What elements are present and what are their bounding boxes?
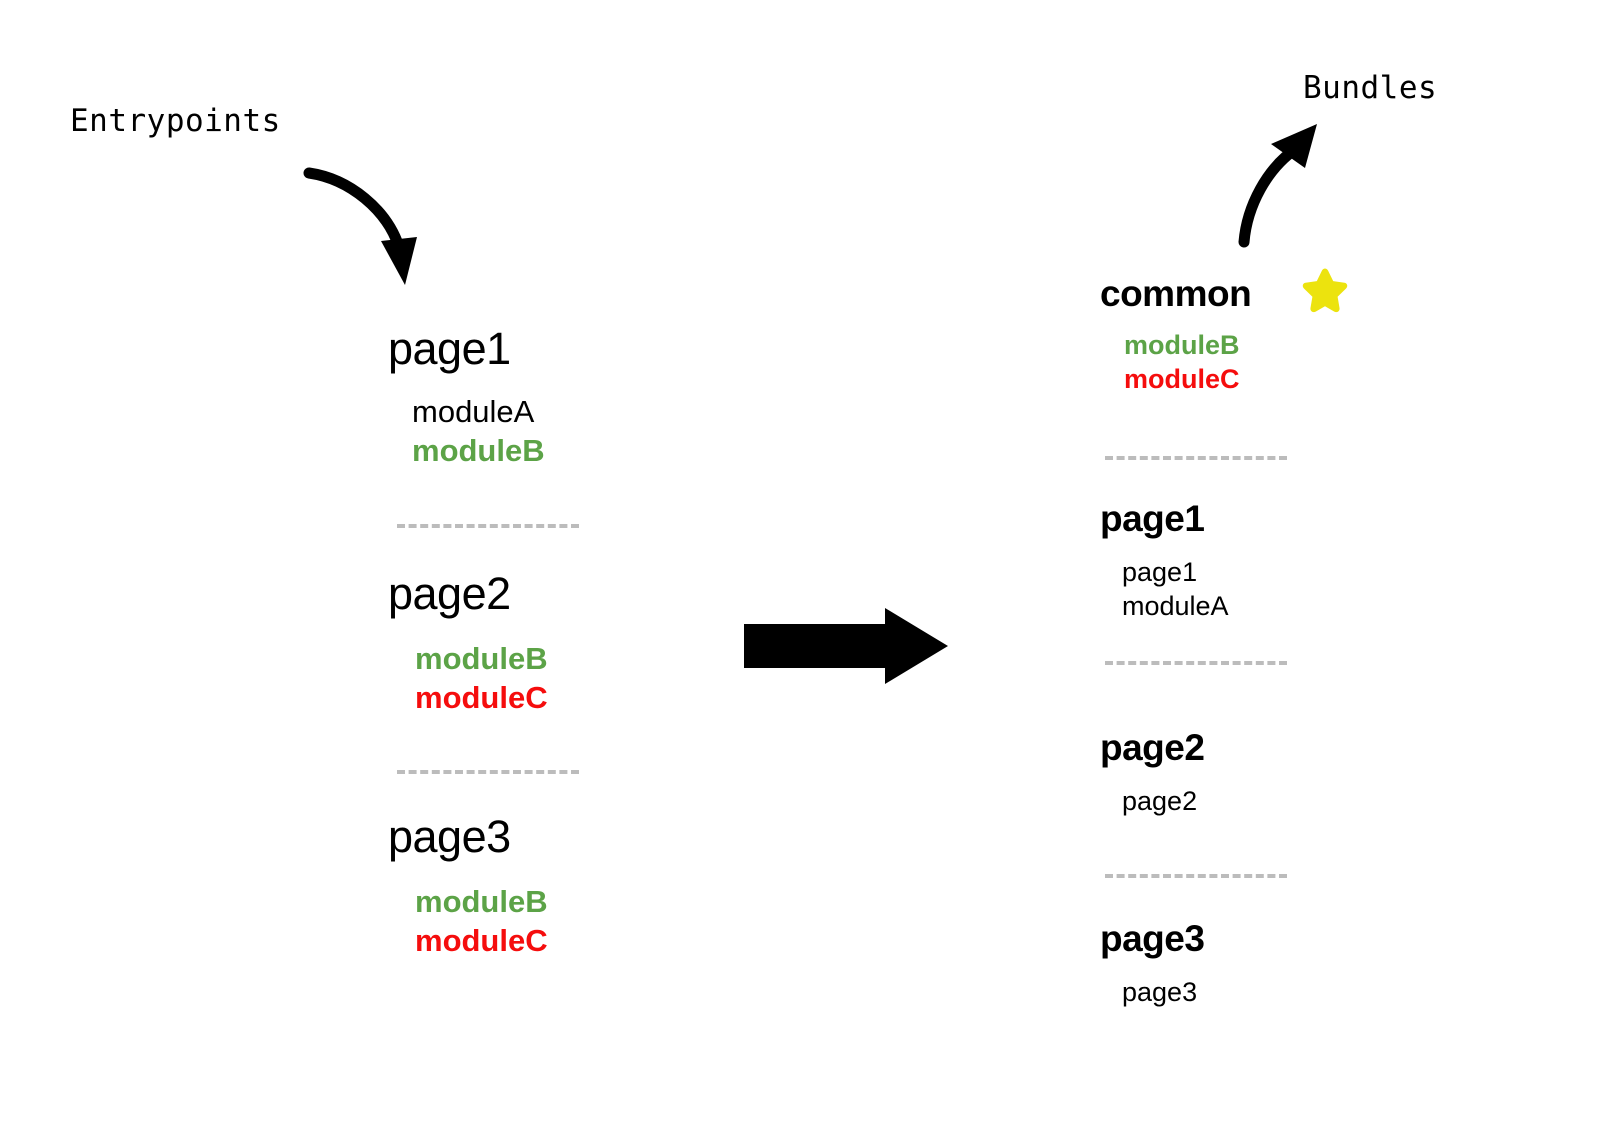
entrypoint-title-page1: page1	[388, 323, 511, 374]
entrypoint-title-page2: page2	[388, 568, 511, 619]
bundle-modules-common: moduleB moduleC	[1124, 328, 1251, 397]
module-item: page3	[1122, 977, 1198, 1007]
bundle-title-page2: page2	[1100, 727, 1205, 768]
entrypoint-modules-page2: moduleB moduleC	[415, 639, 548, 718]
entrypoint-modules-page3: moduleB moduleC	[415, 882, 548, 961]
entrypoint-title-page3: page3	[388, 811, 511, 862]
bundle-modules-page2: page2	[1122, 784, 1204, 818]
bundle-group-common[interactable]: common moduleB moduleC	[1100, 268, 1348, 397]
module-item: moduleB	[1124, 330, 1240, 360]
bundles-heading: Bundles	[1303, 70, 1438, 106]
bundle-modules-page1: page1 moduleA	[1122, 555, 1229, 624]
module-item: moduleA	[412, 394, 535, 429]
bundle-separator	[1105, 874, 1287, 878]
module-item: moduleC	[415, 923, 548, 959]
module-item: moduleB	[412, 433, 545, 469]
entrypoint-separator	[397, 524, 579, 528]
entrypoint-modules-page1: moduleA moduleB	[412, 392, 545, 471]
curved-arrow-up-right-icon	[1238, 124, 1317, 248]
entrypoint-group-page1[interactable]: page1 moduleA moduleB	[388, 326, 545, 471]
bundle-title-common: common	[1100, 273, 1252, 314]
block-arrow-right-icon	[744, 608, 948, 684]
module-item: moduleC	[415, 680, 548, 716]
module-item: moduleB	[415, 884, 548, 919]
entrypoints-heading: Entrypoints	[70, 103, 281, 139]
bundle-group-page2[interactable]: page2 page2	[1100, 727, 1205, 818]
module-item: moduleC	[1124, 364, 1240, 395]
bundle-separator	[1105, 661, 1287, 665]
bundle-group-page1[interactable]: page1 page1 moduleA	[1100, 500, 1229, 624]
bundle-modules-page3: page3	[1122, 975, 1204, 1009]
module-item: page1	[1122, 557, 1198, 587]
module-item: moduleA	[1122, 591, 1229, 622]
entrypoint-group-page3[interactable]: page3 moduleB moduleC	[388, 814, 548, 961]
bundle-group-page3[interactable]: page3 page3	[1100, 918, 1205, 1009]
entrypoint-separator	[397, 770, 579, 774]
module-item: page2	[1122, 786, 1198, 816]
bundle-separator	[1105, 456, 1287, 460]
curved-arrow-down-right-icon	[303, 167, 417, 285]
module-item: moduleB	[415, 641, 548, 676]
star-icon	[1302, 268, 1348, 313]
bundle-title-page3: page3	[1100, 918, 1205, 959]
bundle-title-page1: page1	[1100, 498, 1205, 539]
entrypoint-group-page2[interactable]: page2 moduleB moduleC	[388, 571, 548, 718]
